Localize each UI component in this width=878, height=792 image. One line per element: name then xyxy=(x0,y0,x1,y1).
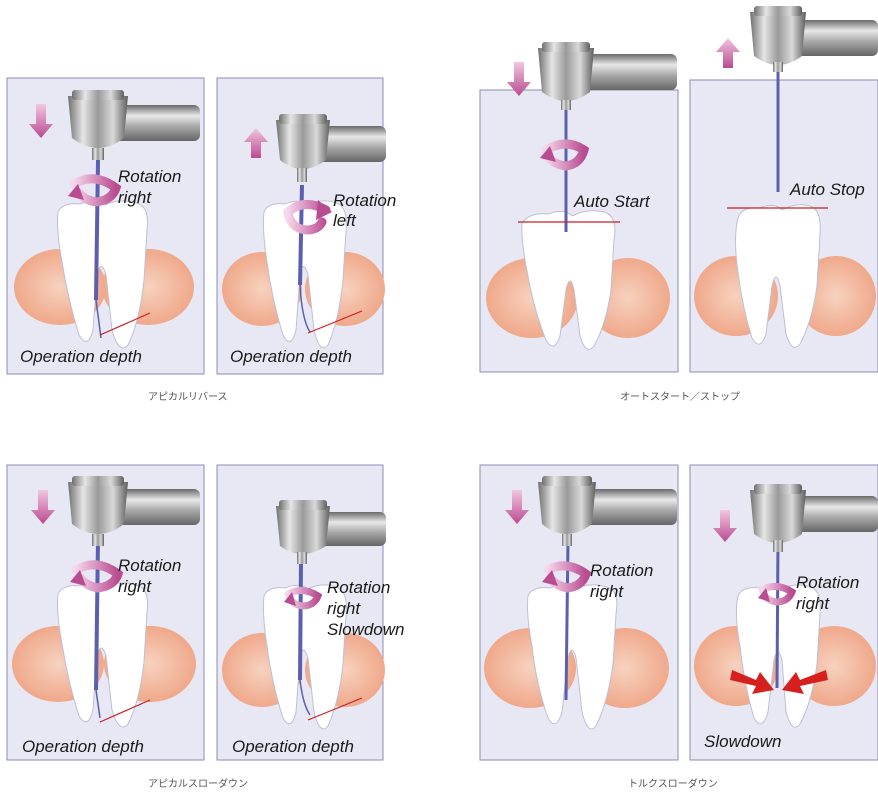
panel-apical-reverse-2: Rotation left Operation depth xyxy=(217,78,396,374)
auto-stop-label: Auto Stop xyxy=(789,180,865,199)
move-up-arrow xyxy=(716,38,740,68)
contra-angle-handpiece xyxy=(750,6,878,72)
rotation-label: Rotation xyxy=(796,573,859,592)
slowdown-label: Slowdown xyxy=(704,732,782,751)
rotation-label-line2: right xyxy=(796,594,830,613)
rotation-label: Rotation xyxy=(118,167,181,186)
caption-apical-slowdown: アピカルスローダウン xyxy=(148,777,248,790)
rotation-label: Rotation xyxy=(327,578,390,597)
caption-torque-slowdown: トルクスローダウン xyxy=(628,777,718,790)
panel-auto-stop: Auto Stop xyxy=(690,6,878,372)
rotation-label: Rotation xyxy=(590,561,653,580)
rotation-label-line2: right xyxy=(118,188,152,207)
endo-file xyxy=(777,540,778,688)
endo-file xyxy=(300,185,302,285)
caption-auto-start-stop: オートスタート／ストップ xyxy=(620,391,740,403)
rotation-label-line2: right xyxy=(118,577,152,596)
group-apical-reverse: Rotation right Operation depth xyxy=(7,78,396,403)
auto-start-label: Auto Start xyxy=(573,192,651,211)
rotation-label-line2: left xyxy=(333,211,357,230)
group-apical-slowdown: Rotation right Operation depth xyxy=(7,465,405,790)
operation-depth-label: Operation depth xyxy=(20,347,142,366)
panel-apical-slowdown-1: Rotation right Operation depth xyxy=(7,465,204,760)
rotation-label-line2: right xyxy=(327,599,361,618)
endo-file xyxy=(300,560,301,680)
panel-apical-slowdown-2: Rotation right Slowdown Operation depth xyxy=(217,465,405,760)
operation-depth-label: Operation depth xyxy=(230,347,352,366)
rotation-label-line2: right xyxy=(590,582,624,601)
operation-depth-label: Operation depth xyxy=(22,737,144,756)
panel-torque-slowdown-2: Rotation right Slowdown xyxy=(690,465,878,760)
slowdown-label: Slowdown xyxy=(327,620,405,639)
panel-apical-reverse-1: Rotation right Operation depth xyxy=(7,78,204,374)
panel-auto-start: Auto Start xyxy=(480,42,678,372)
operation-depth-label: Operation depth xyxy=(232,737,354,756)
panel-torque-slowdown-1: Rotation right xyxy=(480,465,678,760)
rotation-label: Rotation xyxy=(118,556,181,575)
group-torque-slowdown: Rotation right xyxy=(480,465,878,790)
caption-apical-reverse: アピカルリバース xyxy=(148,391,228,403)
rotation-label: Rotation xyxy=(333,191,396,210)
group-auto-start-stop: Auto Start Auto Stop オートスタート／ストップ xyxy=(480,6,878,403)
